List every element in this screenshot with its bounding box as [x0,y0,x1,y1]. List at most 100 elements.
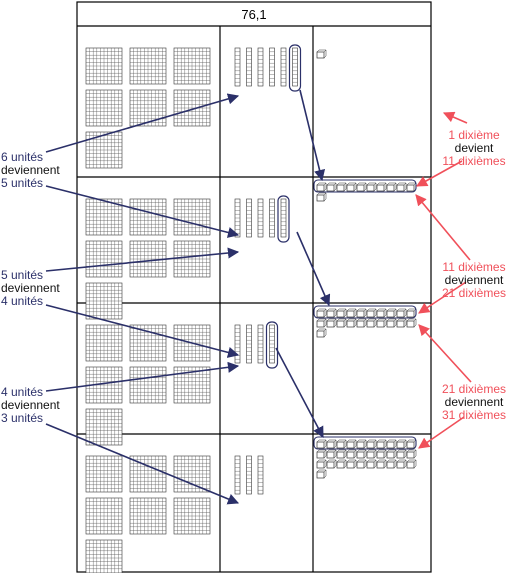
one-unit [376,459,387,469]
one-unit [366,449,377,459]
left-note-2: 5 unités deviennent 4 unités [1,269,60,308]
one-unit [386,449,397,459]
one-unit [376,308,387,318]
one-unit [396,439,407,449]
one-unit [326,439,337,449]
one-unit [386,439,397,449]
ten-rod [280,47,287,87]
right-note-3-line3: 31 dixièmes [441,408,507,422]
one-unit [326,308,337,318]
hundred-flat [129,89,167,127]
right-note-3: 21 dixièmes deviennent 31 dixièmes [437,383,511,422]
hundred-flat [129,198,167,236]
arrow-red-1 [442,111,468,124]
right-note-3-line2: deviennent [444,395,504,409]
one-unit [316,308,327,318]
hundred-flat [173,455,211,493]
arrow-red-2 [416,160,463,187]
left-arrows [45,89,331,505]
ten-rod [234,47,241,87]
ten-rod [269,47,275,87]
right-note-2-line2: deviennent [444,273,504,287]
one-unit [326,182,337,192]
one-unit [366,459,377,469]
arrow-red-5 [418,324,472,383]
ten-rod [246,47,252,87]
one-unit [316,318,327,328]
one-unit [346,318,357,328]
one-unit [316,49,327,59]
one-unit [406,439,417,449]
regroup-loop-ten [265,321,279,369]
one-unit [366,308,377,318]
row-1-blocks [85,47,327,169]
right-note-2-line3: 21 dixièmes [441,286,507,300]
right-note-1-line3: 11 dixièmes [442,154,506,168]
one-unit [316,439,327,449]
hundred-flat [85,198,123,236]
arrow-4-to-row3b [45,361,240,392]
one-unit [356,459,367,469]
one-unit [346,449,357,459]
ten-rod [280,198,287,238]
one-unit [396,182,407,192]
one-unit [396,459,407,469]
left-note-3: 4 unités deviennent 3 unités [1,386,60,425]
one-unit [396,318,407,328]
regroup-loop-ten [277,195,290,243]
left-note-2-line2: deviennent [1,281,60,295]
one-unit [316,182,327,192]
row-4-blocks [85,439,417,573]
ten-rod [234,455,241,495]
one-unit [376,182,387,192]
one-unit [336,318,347,328]
ten-rod [257,198,264,238]
one-unit [406,459,417,469]
hundred-flat [85,408,123,446]
one-unit [316,459,327,469]
ten-rod [257,455,264,495]
hundred-flat [173,240,211,278]
arrow-5-to-row2b [45,247,240,272]
left-note-1-line2: deviennent [1,163,60,177]
hundred-flat [129,324,167,362]
one-unit [326,449,337,459]
one-unit [356,439,367,449]
right-note-2-line1: 11 dixièmes [442,260,506,274]
hundred-flat [85,89,123,127]
one-unit [376,318,387,328]
arrow-5-to-row2 [45,185,240,238]
hundred-flat [173,198,211,236]
right-arrows [415,111,472,449]
one-unit [386,308,397,318]
hundred-flat [85,282,123,320]
one-unit [316,328,327,338]
left-note-2-line1: 5 unités [1,268,44,282]
one-unit [346,182,357,192]
regroup-loop-units [313,436,417,450]
one-unit [316,192,327,202]
one-unit [326,318,337,328]
ten-rod [269,198,275,238]
arrow-red-4 [418,281,467,314]
hundred-flat [85,455,123,493]
diagram-frame [76,1,432,573]
left-note-3-line2: deviennent [1,398,60,412]
hundred-flat [85,497,123,535]
ten-rod [246,324,252,364]
regroup-loop-units [313,179,417,193]
regrouping-loops [265,44,417,450]
arrow-ten-to-tenths-2 [296,231,331,307]
hundred-flat [129,497,167,535]
one-unit [336,182,347,192]
ten-rod [257,324,264,364]
ten-rod [234,324,241,364]
one-unit [376,439,387,449]
hundred-flat [129,455,167,493]
left-note-1: 6 unités deviennent 5 unités [1,151,60,190]
one-unit [336,308,347,318]
hundred-flat [85,47,123,85]
hundred-flat [85,539,123,573]
one-unit [386,459,397,469]
one-unit [326,459,337,469]
